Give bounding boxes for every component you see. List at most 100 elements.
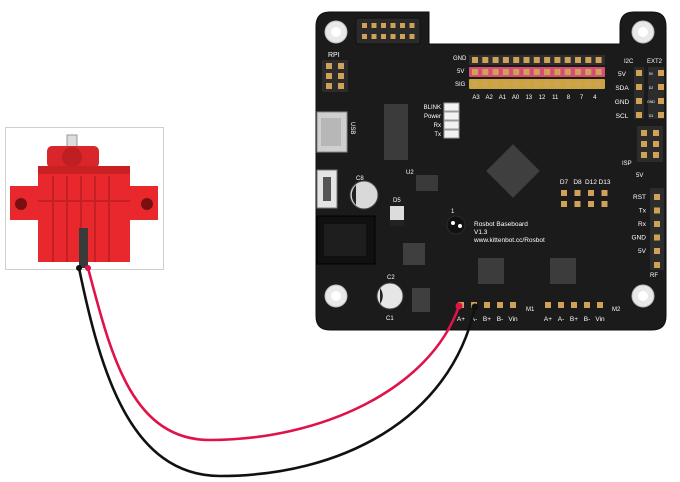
ext2-pin-label: 5V — [649, 72, 654, 76]
header-pin — [641, 130, 647, 136]
isp-header — [637, 126, 663, 162]
header-pin — [575, 69, 581, 75]
led-label: Tx — [434, 132, 441, 138]
header-pin — [654, 248, 660, 254]
header-pin — [658, 112, 664, 118]
header-pin — [409, 34, 415, 39]
motor-pin-label: B- — [584, 316, 591, 323]
header-pin — [472, 57, 478, 63]
motor-pin-label: A- — [471, 316, 478, 323]
driver-chip-1 — [478, 258, 504, 284]
header-pin — [588, 190, 594, 196]
header-pin — [497, 302, 503, 308]
servo-cable — [79, 228, 88, 268]
pin-number-label: A1 — [499, 95, 507, 101]
header-pin — [585, 57, 592, 63]
digital-pin-label: D8 — [573, 179, 582, 186]
wire-black — [77, 267, 477, 478]
header-pin — [654, 194, 660, 200]
header-pin — [362, 23, 367, 28]
header-pin — [601, 201, 608, 207]
header-pin — [523, 69, 530, 75]
header-pin — [564, 81, 571, 87]
i2c-pin-label: SDA — [615, 85, 629, 92]
header-pin — [326, 63, 332, 69]
header-pin — [636, 112, 642, 118]
header-pin — [575, 81, 581, 87]
motor-pin-label: B+ — [483, 316, 491, 323]
wire-black-end-servo — [76, 265, 82, 271]
board-version: V1.3 — [474, 229, 488, 236]
capacitor-c8 — [349, 180, 379, 210]
header-pin — [584, 302, 590, 308]
header-pin — [658, 84, 664, 90]
i2c-pin-label: SCL — [616, 113, 629, 120]
wire-red-end-servo — [85, 265, 91, 271]
header-pin — [482, 69, 489, 75]
header-pin — [597, 302, 603, 308]
capacitor-c1 — [376, 282, 404, 310]
top-connector — [355, 17, 421, 45]
pin-number-label: 8 — [567, 95, 571, 101]
rf-pin-label: Tx — [639, 208, 647, 215]
header-pin — [636, 98, 642, 104]
digital-pin-label: D12 — [585, 179, 597, 186]
servo-rib — [52, 176, 54, 262]
header-pin — [561, 190, 567, 196]
header-pin — [571, 302, 577, 308]
mounting-holes — [324, 20, 655, 308]
header-pin — [554, 81, 561, 87]
pin-number-label: 7 — [580, 95, 584, 101]
header-pin — [400, 34, 405, 39]
servo-rib — [80, 176, 82, 262]
wire-black-end-board — [471, 303, 479, 311]
diode-d5-band — [390, 220, 404, 226]
header-pin — [554, 57, 561, 63]
header-pin — [381, 34, 386, 39]
servo-rib — [108, 176, 110, 262]
header-pin — [338, 83, 344, 89]
buzzer-dot — [451, 221, 455, 225]
capacitor-c8-band — [351, 185, 356, 205]
label-c1: C1 — [386, 316, 394, 322]
header-pin — [482, 57, 489, 63]
pin-number-label: 13 — [525, 95, 532, 101]
label-isp: ISP — [622, 161, 632, 167]
label-gnd: GND — [453, 56, 467, 62]
header-pin — [654, 221, 660, 227]
motor-pin-label: Vin — [595, 316, 605, 323]
header-pin — [502, 69, 509, 75]
header-pin — [390, 34, 396, 39]
header-pin — [533, 57, 540, 63]
header-pin — [658, 70, 664, 76]
header-pin — [636, 70, 642, 76]
header-pin — [585, 81, 592, 87]
board-url: www.kittenbot.cc/Rosbot — [473, 237, 545, 244]
silk-marker: 1 — [451, 209, 455, 215]
status-led — [443, 111, 460, 121]
chip-ic — [384, 104, 408, 160]
ext2-pin-label: D3 — [649, 114, 654, 118]
header-pin — [523, 81, 530, 87]
header-pin — [338, 63, 344, 69]
header-pin — [564, 57, 571, 63]
label-c2: C2 — [387, 275, 395, 281]
pin-number-label: 11 — [552, 95, 559, 101]
status-led — [443, 102, 460, 112]
mount-hole-center — [638, 27, 648, 37]
header-pin — [400, 23, 405, 28]
header-pin — [472, 69, 478, 75]
servo-gear-hub — [62, 147, 82, 167]
header-pin — [554, 69, 561, 75]
rf-pin-label: 5V — [638, 248, 647, 255]
header-pin — [654, 262, 660, 268]
header-pin — [575, 57, 581, 63]
servo-rib — [94, 176, 96, 262]
chip-square — [403, 243, 425, 265]
buzzer-dot — [458, 224, 462, 228]
digital-pin-label: D13 — [599, 179, 611, 186]
header-pin — [326, 73, 332, 79]
ext2-pin-label: GND — [647, 100, 655, 104]
header-pin — [545, 302, 551, 308]
